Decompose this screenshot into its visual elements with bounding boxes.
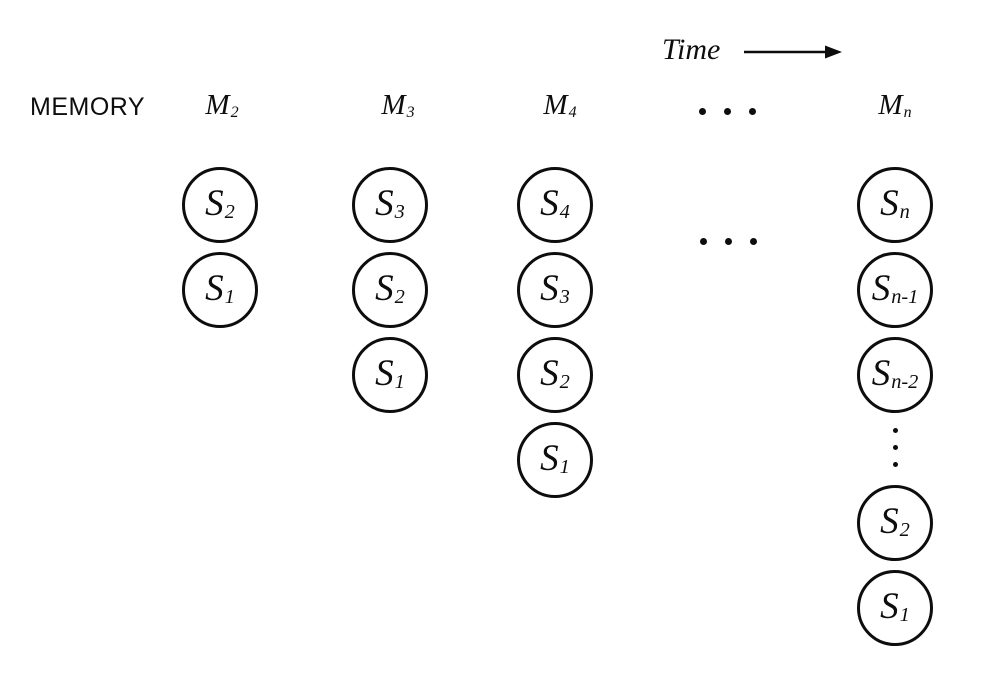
memory-row-label: MEMORY	[30, 93, 146, 121]
right-arrow-icon	[744, 45, 842, 59]
header-base: M	[543, 89, 568, 121]
state-subscript: 4	[559, 200, 570, 223]
state-base: S	[880, 585, 899, 627]
state-label: S4	[540, 185, 570, 222]
state-label: S1	[205, 270, 235, 307]
state-base: S	[871, 267, 891, 309]
state-circle-m3-s3: S3	[352, 167, 428, 243]
header-subscript: 3	[406, 103, 415, 121]
state-base: S	[880, 182, 899, 224]
state-circle-m3-s2: S2	[352, 252, 428, 328]
state-base: S	[375, 267, 394, 309]
dot-icon	[725, 238, 732, 245]
state-base: S	[375, 352, 394, 394]
state-subscript: 1	[899, 603, 910, 626]
state-base: S	[540, 352, 559, 394]
state-circle-m4-s4: S4	[517, 167, 593, 243]
body-ellipsis-icon	[700, 238, 757, 245]
state-base: S	[375, 182, 394, 224]
state-label: S2	[880, 503, 910, 540]
state-circle-m3-s1: S1	[352, 337, 428, 413]
state-circle-m2-s1: S1	[182, 252, 258, 328]
state-label: S1	[880, 588, 910, 625]
dot-icon	[893, 445, 898, 450]
state-label: Sn	[880, 185, 910, 222]
state-base: S	[205, 182, 224, 224]
state-subscript: 3	[394, 200, 405, 223]
header-subscript: n	[903, 103, 912, 121]
state-circle-mn-sn-2: Sn-2	[857, 337, 933, 413]
state-label: S3	[375, 185, 405, 222]
state-subscript: 1	[224, 285, 235, 308]
state-base: S	[871, 352, 891, 394]
state-label: Sn-1	[872, 270, 919, 307]
dot-icon	[893, 428, 898, 433]
state-base: S	[540, 437, 559, 479]
dot-icon	[749, 108, 756, 115]
state-subscript: 2	[899, 518, 910, 541]
state-base: S	[205, 267, 224, 309]
state-circle-m4-s2: S2	[517, 337, 593, 413]
state-circle-mn-sn: Sn	[857, 167, 933, 243]
state-circle-m2-s2: S2	[182, 167, 258, 243]
state-base: S	[540, 267, 559, 309]
column-header-m2: M2	[205, 88, 238, 127]
vertical-ellipsis-icon	[893, 428, 898, 467]
state-label: S1	[540, 440, 570, 477]
header-subscript: 4	[568, 103, 577, 121]
state-circle-mn-sn-1: Sn-1	[857, 252, 933, 328]
column-header-m4: M4	[543, 88, 576, 127]
dot-icon	[699, 108, 706, 115]
header-base: M	[381, 89, 406, 121]
column-header-mn: Mn	[878, 88, 911, 127]
header-base: M	[878, 89, 903, 121]
state-circle-m4-s3: S3	[517, 252, 593, 328]
state-label: S2	[540, 355, 570, 392]
state-subscript: 2	[224, 200, 235, 223]
header-base: M	[205, 89, 230, 121]
state-circle-m4-s1: S1	[517, 422, 593, 498]
state-subscript: n	[899, 200, 910, 223]
time-axis-label: Time	[662, 33, 721, 66]
dot-icon	[893, 462, 898, 467]
state-label: S2	[205, 185, 235, 222]
state-subscript: 2	[394, 285, 405, 308]
dot-icon	[750, 238, 757, 245]
state-label: S2	[375, 270, 405, 307]
state-circle-mn-s2: S2	[857, 485, 933, 561]
state-base: S	[540, 182, 559, 224]
state-label: Sn-2	[872, 355, 919, 392]
state-circle-mn-s1: S1	[857, 570, 933, 646]
state-label: S3	[540, 270, 570, 307]
state-subscript: 3	[559, 285, 570, 308]
header-ellipsis-icon	[699, 108, 756, 115]
dot-icon	[700, 238, 707, 245]
header-subscript: 2	[230, 103, 239, 121]
state-base: S	[880, 500, 899, 542]
state-subscript: n-1	[891, 285, 919, 308]
column-header-m3: M3	[381, 88, 414, 127]
state-subscript: 2	[559, 370, 570, 393]
state-subscript: 1	[559, 455, 570, 478]
state-subscript: 1	[394, 370, 405, 393]
dot-icon	[724, 108, 731, 115]
state-subscript: n-2	[891, 370, 919, 393]
state-label: S1	[375, 355, 405, 392]
